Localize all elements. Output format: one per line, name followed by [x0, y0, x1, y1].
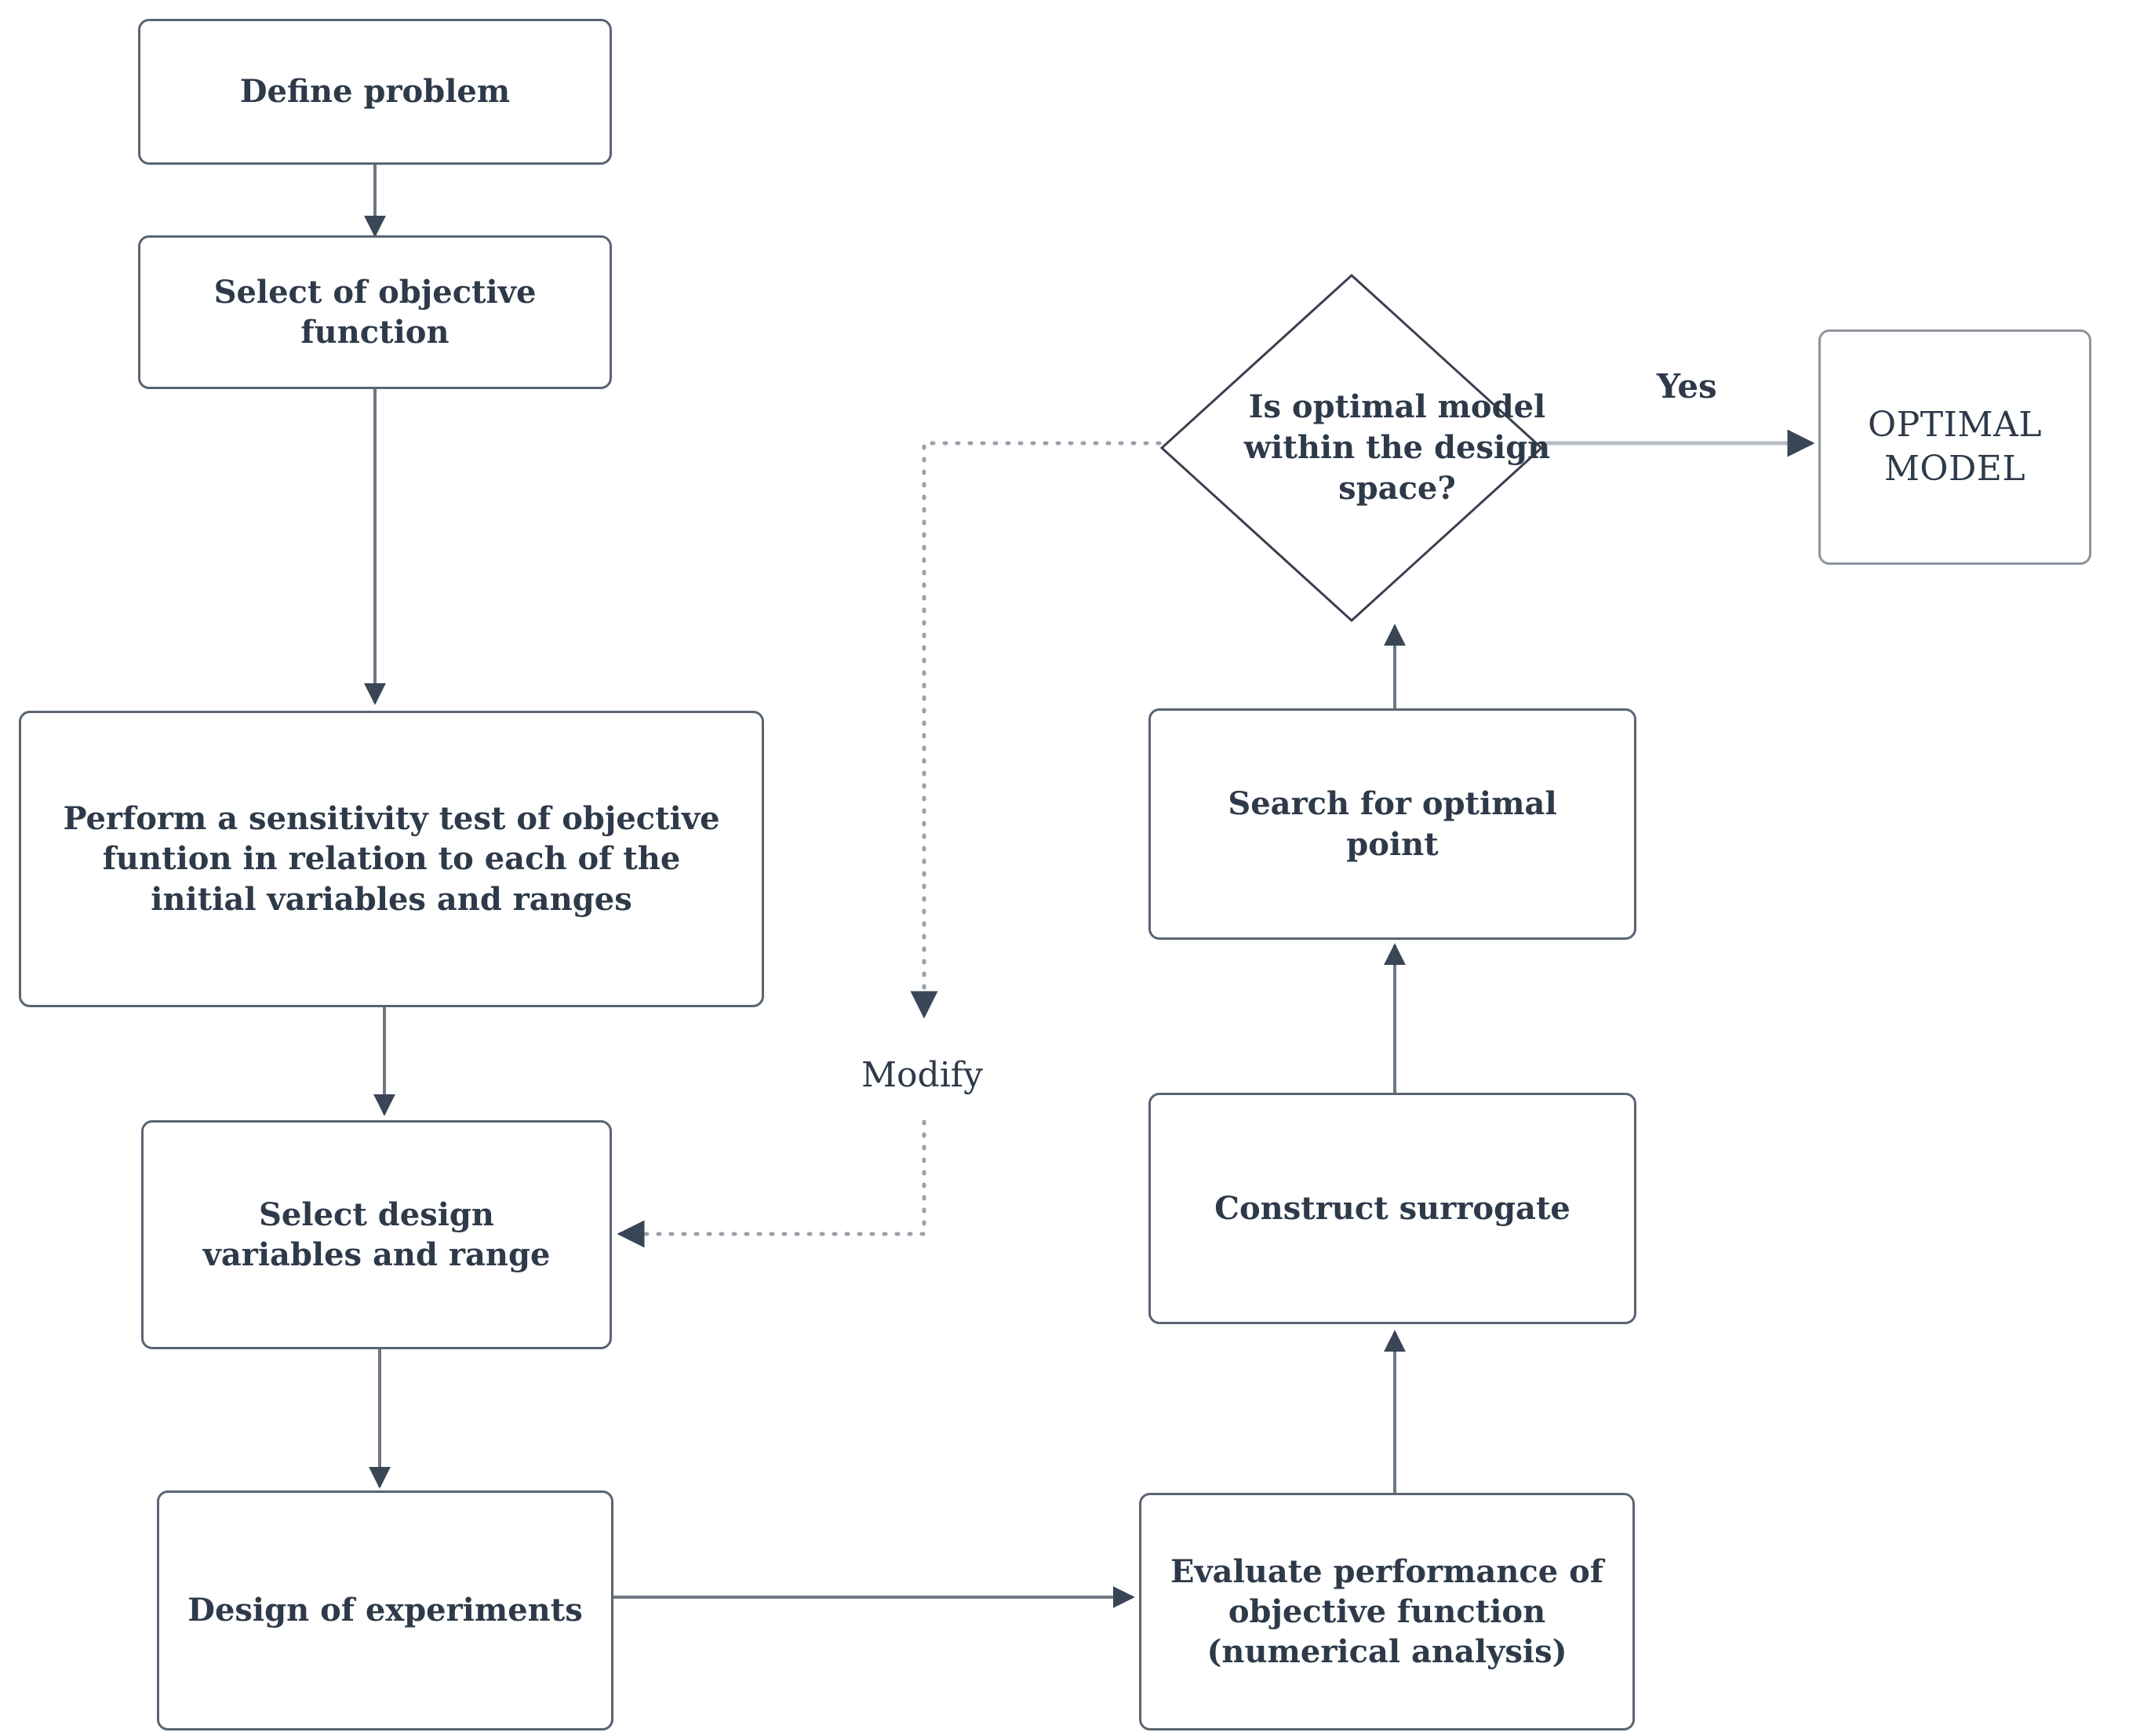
node-select-design-variables[interactable]: Select design variables and range	[141, 1120, 612, 1349]
edge-decision-modify-upper	[910, 441, 1162, 1019]
node-label: Select design variables and range	[202, 1196, 551, 1273]
edge-modify-to-designvars	[617, 1119, 926, 1248]
node-label: OPTIMAL MODEL	[1868, 404, 2042, 489]
node-search-optimal-point[interactable]: Search for optimal point	[1148, 708, 1636, 940]
node-label: Construct surrogate	[1214, 1189, 1570, 1227]
node-label: Define problem	[239, 73, 511, 111]
node-optimal-model[interactable]: OPTIMAL MODEL	[1818, 329, 2091, 565]
node-select-objective-function[interactable]: Select of objective function	[138, 235, 612, 389]
diamond-shape	[1159, 273, 1544, 623]
node-label: Perform a sensitivity test of objective …	[63, 800, 720, 918]
node-construct-surrogate[interactable]: Construct surrogate	[1148, 1093, 1636, 1324]
node-define-problem[interactable]: Define problem	[138, 19, 612, 165]
node-evaluate-performance[interactable]: Evaluate performance of objective functi…	[1139, 1493, 1635, 1731]
node-label: Search for optimal point	[1228, 785, 1557, 863]
node-design-of-experiments[interactable]: Design of experiments	[157, 1490, 613, 1731]
node-sensitivity-test[interactable]: Perform a sensitivity test of objective …	[19, 711, 764, 1007]
node-decision-optimal[interactable]: Is optimal model within the design space…	[1159, 273, 1550, 623]
node-label: Select of objective function	[213, 273, 537, 351]
edge-label-modify: Modify	[861, 1055, 983, 1095]
edge-label-yes: Yes	[1657, 367, 1717, 406]
node-label: Design of experiments	[187, 1592, 583, 1629]
node-label: Evaluate performance of objective functi…	[1170, 1552, 1604, 1671]
